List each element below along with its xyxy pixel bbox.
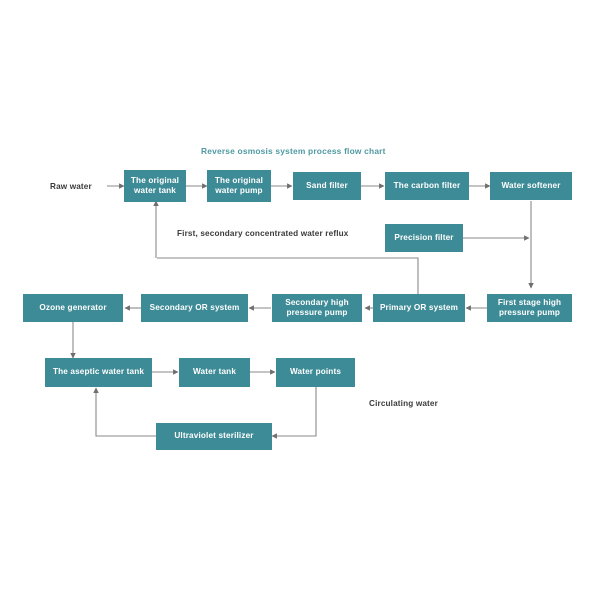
reflux-label: First, secondary concentrated water refl… bbox=[177, 229, 349, 238]
circulating-water-label: Circulating water bbox=[369, 399, 438, 408]
raw-water-label: Raw water bbox=[50, 182, 92, 191]
node-original-water-tank[interactable]: The original water tank bbox=[124, 170, 186, 202]
node-precision-filter[interactable]: Precision filter bbox=[385, 224, 463, 252]
node-primary-or-system[interactable]: Primary OR system bbox=[373, 294, 465, 322]
node-secondary-high-pressure-pump[interactable]: Secondary high pressure pump bbox=[272, 294, 362, 322]
node-ultraviolet-sterilizer[interactable]: Ultraviolet sterilizer bbox=[156, 423, 272, 450]
node-original-water-pump[interactable]: The original water pump bbox=[207, 170, 271, 202]
node-secondary-or-system[interactable]: Secondary OR system bbox=[141, 294, 248, 322]
chart-title: Reverse osmosis system process flow char… bbox=[201, 146, 386, 156]
node-ozone-generator[interactable]: Ozone generator bbox=[23, 294, 123, 322]
node-aseptic-water-tank[interactable]: The aseptic water tank bbox=[45, 358, 152, 387]
edge-waterpoints-to-uv bbox=[271, 387, 317, 439]
node-water-softener[interactable]: Water softener bbox=[490, 172, 572, 200]
edge-uv-to-aseptic bbox=[93, 387, 156, 437]
node-sand-filter[interactable]: Sand filter bbox=[293, 172, 361, 200]
node-carbon-filter[interactable]: The carbon filter bbox=[385, 172, 469, 200]
edge-reflux-path bbox=[157, 257, 419, 294]
node-first-stage-high-pressure-pump[interactable]: First stage high pressure pump bbox=[487, 294, 572, 322]
node-water-points[interactable]: Water points bbox=[276, 358, 355, 387]
node-water-tank[interactable]: Water tank bbox=[179, 358, 250, 387]
